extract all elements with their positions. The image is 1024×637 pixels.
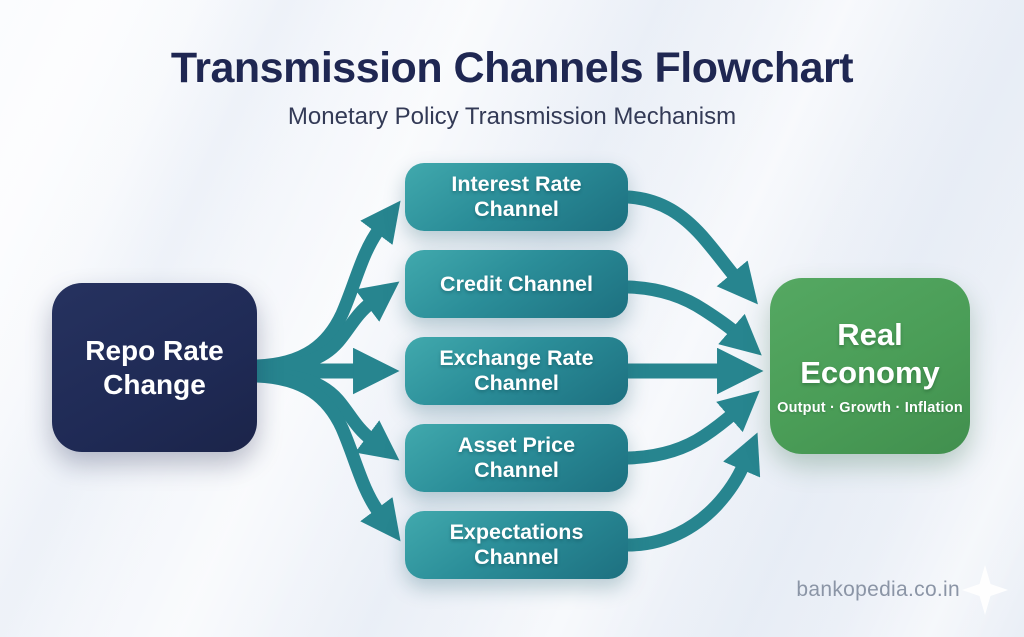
sink-box-real-economy: Real Economy Output · Growth · Inflation (770, 278, 970, 454)
channel-box-credit: Credit Channel (405, 250, 628, 318)
channel-box-label: Expectations Channel (449, 520, 584, 569)
channel-box-expectations: Expectations Channel (405, 511, 628, 579)
page-subtitle: Monetary Policy Transmission Mechanism (287, 103, 737, 130)
channel-box-label: Interest Rate Channel (451, 172, 582, 221)
channel-box-exchange-rate: Exchange Rate Channel (405, 337, 628, 405)
sparkle-icon (962, 565, 1008, 615)
watermark: bankopedia.co.in (796, 565, 1008, 615)
header: Transmission Channels Flowchart Monetary… (0, 0, 1024, 131)
channel-box-label: Credit Channel (440, 271, 593, 296)
arrow-source-to-expectations (250, 369, 401, 542)
source-box-label: Repo Rate Change (85, 335, 224, 400)
arrow-source-to-interest-rate (250, 200, 401, 373)
channel-box-interest-rate: Interest Rate Channel (405, 163, 628, 231)
watermark-text: bankopedia.co.in (796, 578, 960, 601)
channel-box-label: Asset Price Channel (457, 433, 576, 482)
arrow-expectations-to-sink (621, 432, 761, 552)
arrow-credit-to-sink (621, 280, 762, 356)
arrow-asset-price-to-sink (621, 390, 760, 465)
source-box-repo-rate-change: Repo Rate Change (52, 283, 257, 452)
channel-box-asset-price: Asset Price Channel (405, 424, 628, 492)
page-title: Transmission Channels Flowchart (170, 44, 854, 92)
arrow-interest-rate-to-sink (621, 190, 758, 305)
channel-box-label: Exchange Rate Channel (439, 346, 594, 395)
sink-box-sublabel: Output · Growth · Inflation (777, 399, 963, 416)
sink-box-title: Real Economy (800, 317, 940, 390)
